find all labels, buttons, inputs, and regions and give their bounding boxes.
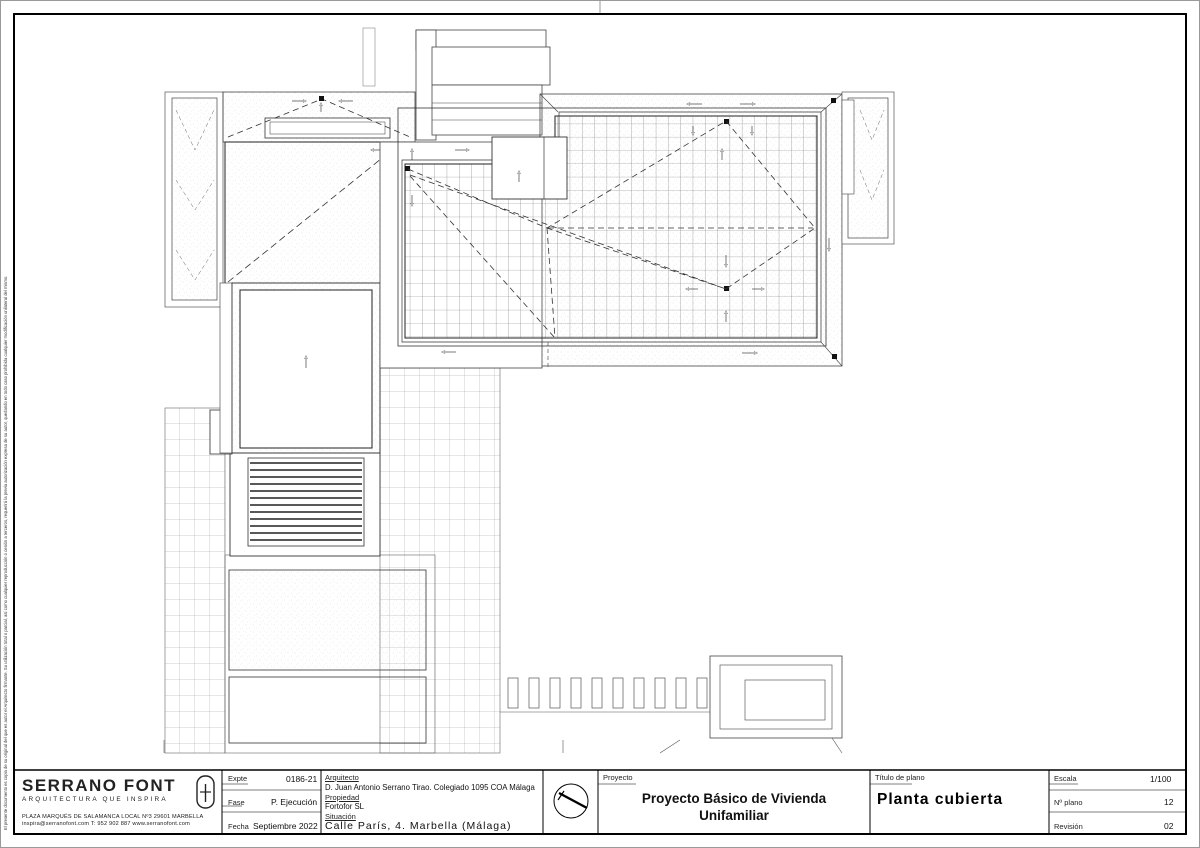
left-pergola <box>164 91 224 308</box>
fase-label: Fase <box>228 798 245 807</box>
plano-value: 12 <box>1164 797 1174 807</box>
revision-label: Revisión <box>1054 822 1083 831</box>
propiedad-label: Propiedad <box>325 793 360 802</box>
arquitecto-label: Arquitecto <box>325 773 359 782</box>
fase-value: P. Ejecución <box>271 797 318 807</box>
expte-label: Expte <box>228 774 248 783</box>
roof-main-tiled <box>379 93 843 369</box>
escala-label: Escala <box>1054 774 1077 783</box>
serrano-font-logo-icon <box>196 775 215 809</box>
logo-address: PLAZA MARQUÉS DE SALAMANCA LOCAL Nº3 296… <box>22 814 204 820</box>
plano-label: Nº plano <box>1054 798 1083 807</box>
logo-tagline: ARQUITECTURA QUE INSPIRA <box>22 796 168 803</box>
situacion-value: Calle París, 4. Marbella (Málaga) <box>325 820 512 832</box>
logo-name: SERRANO FONT <box>22 776 176 795</box>
lower-terraces <box>163 367 501 754</box>
arquitecto-value: D. Juan Antonio Serrano Tirao. Colegiado… <box>325 783 535 792</box>
titulo-value: Planta cubierta <box>877 791 1004 808</box>
stair-block <box>209 409 381 557</box>
titulo-label: Título de plano <box>875 773 925 782</box>
revision-value: 02 <box>1164 821 1174 831</box>
upper-structures <box>362 27 551 141</box>
situacion-label: Situación <box>325 812 356 821</box>
logo-contact: inspira@serranofont.com T: 952 902 887 w… <box>22 821 190 827</box>
roof-lower-left <box>219 282 381 454</box>
proyecto-line1: Proyecto Básico de Vivienda <box>641 791 827 806</box>
proyecto-label: Proyecto <box>603 773 633 782</box>
garden-fence <box>500 655 843 754</box>
roof-top-left <box>222 91 416 143</box>
fecha-value: Septiembre 2022 <box>253 821 318 831</box>
escala-value: 1/100 <box>1150 774 1172 784</box>
side-legal-note: El presente documento es copia de su ori… <box>3 275 8 830</box>
expte-value: 0186-21 <box>286 774 318 784</box>
fecha-label: Fecha <box>228 822 249 831</box>
title-block-frame <box>14 769 1186 834</box>
roof-left-pitched <box>224 141 400 286</box>
propiedad-value: Fortofor SL <box>325 802 364 811</box>
proyecto-line2: Unifamiliar <box>699 808 769 823</box>
north-arrow-icon <box>553 783 589 819</box>
right-pergola <box>841 91 895 245</box>
